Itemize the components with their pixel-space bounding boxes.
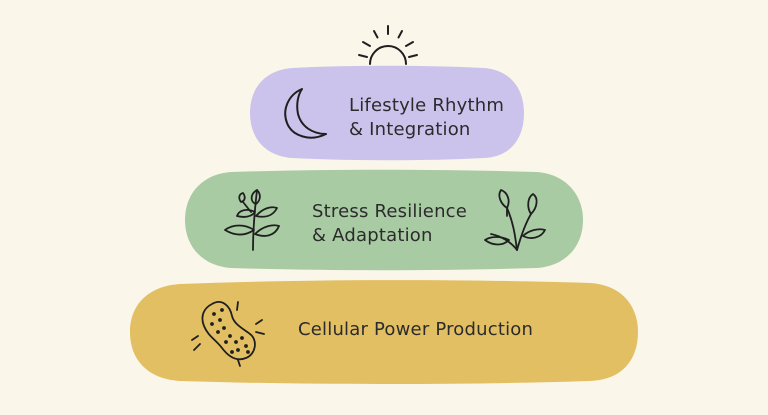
tier-stress-resilience: Stress Resilience & Adaptation xyxy=(183,169,585,271)
leafy-plant-icon xyxy=(221,186,281,252)
crescent-moon-icon xyxy=(278,86,332,142)
tier-lifestyle-rhythm: Lifestyle Rhythm & Integration xyxy=(248,65,526,161)
tier-cellular-power: Cellular Power Production xyxy=(128,280,640,384)
tier-label-line1: Stress Resilience xyxy=(312,201,468,222)
mitochondria-icon xyxy=(190,296,266,368)
tier-label-line2: & Adaptation xyxy=(312,225,433,246)
flower-plant-icon xyxy=(483,186,549,252)
tier-label-line1: Cellular Power Production xyxy=(298,319,534,340)
tier-label-line2: & Integration xyxy=(349,119,471,140)
sun-icon xyxy=(358,22,418,66)
tier-label-line1: Lifestyle Rhythm xyxy=(349,95,505,116)
